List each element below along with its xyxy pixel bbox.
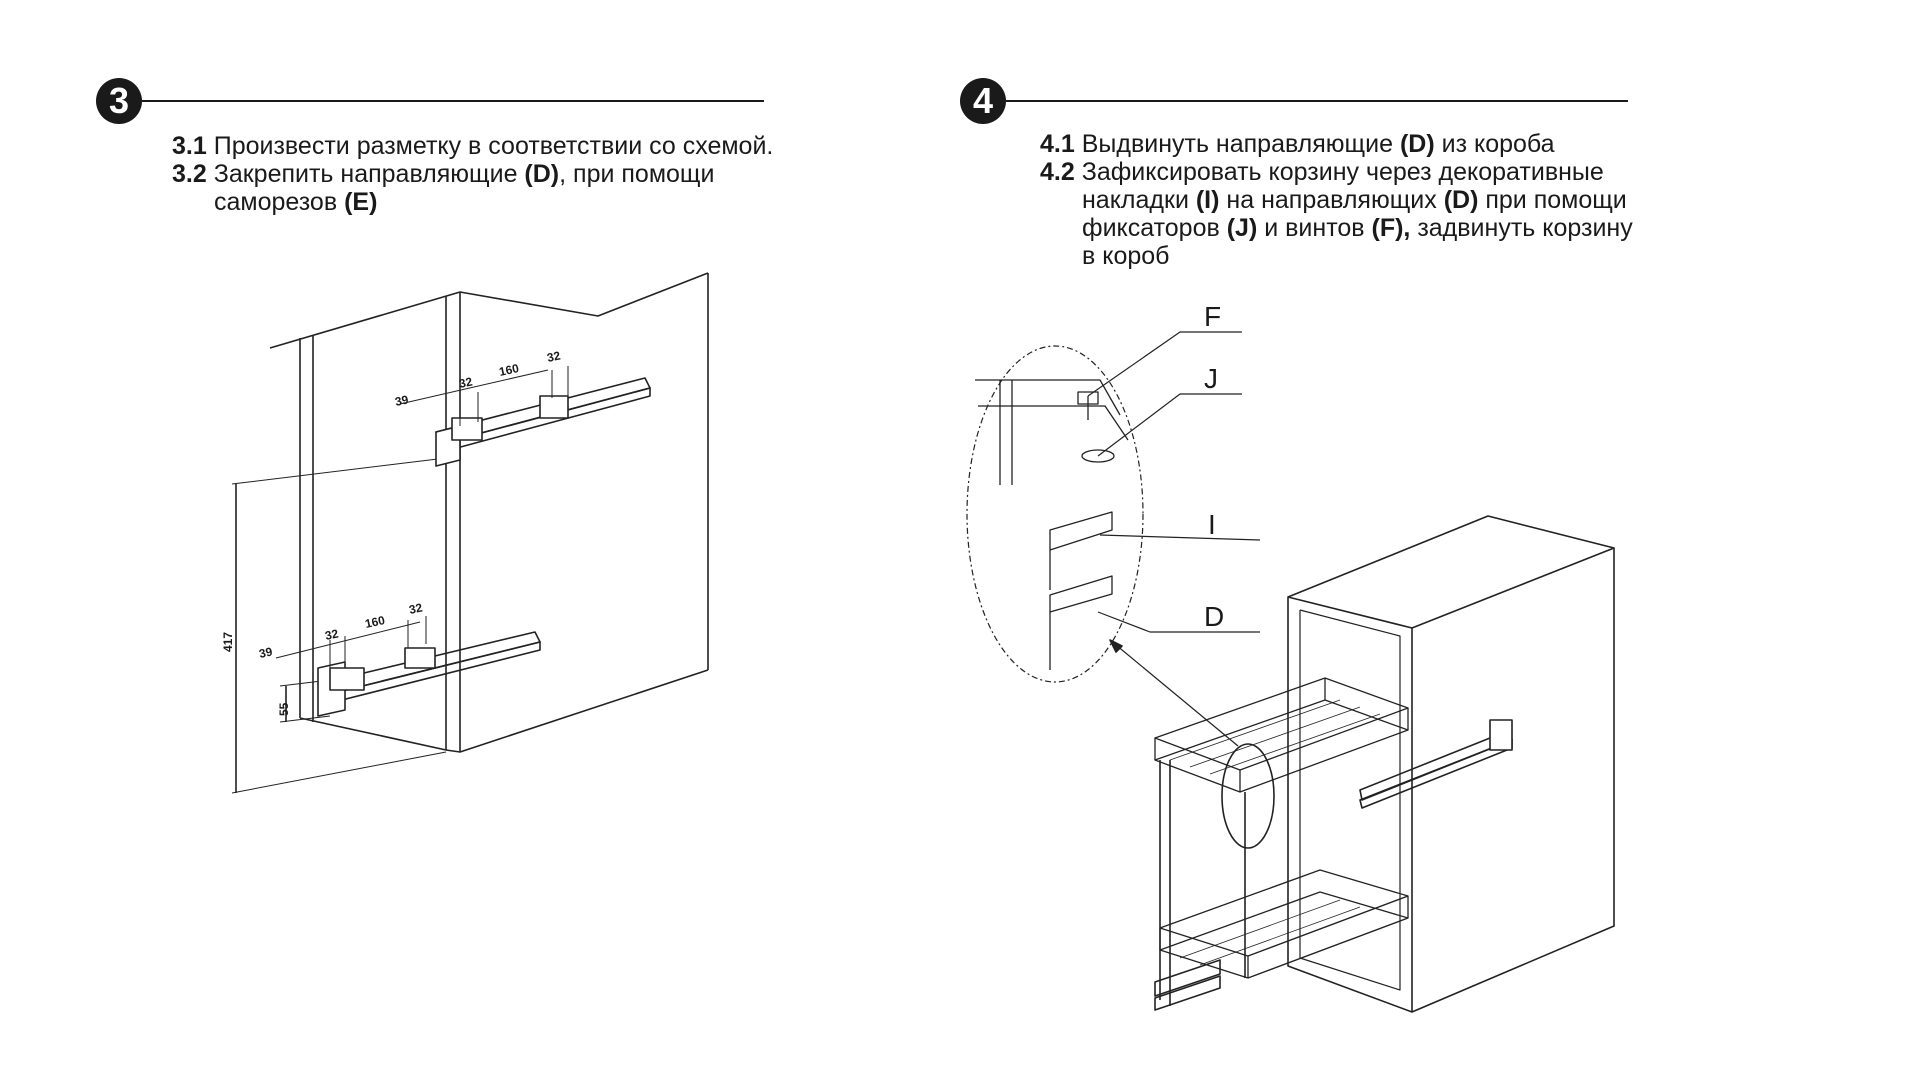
cabinet-top-edge [269, 272, 709, 349]
lower-basket [1159, 869, 1409, 979]
step-3-drawing [231, 272, 709, 794]
instruction-text: Произвести разметку в соответствии со сх… [213, 132, 774, 160]
instruction-number: 4.2 [1040, 158, 1075, 186]
dim-55: 55 [277, 702, 291, 716]
detail-magnifier [966, 345, 1239, 747]
dim-32-upper-b: 32 [546, 348, 562, 365]
instruction-text: , при помощи [559, 160, 715, 188]
extension-line [279, 715, 331, 723]
instruction-3-2-cont: саморезов (E) [172, 188, 773, 216]
front-rail [1154, 959, 1221, 997]
dim-39-upper: 39 [394, 392, 410, 409]
instruction-text: Зафиксировать корзину через декоративные [1081, 158, 1604, 186]
step-3-instructions: 3.1 Произвести разметку в соответствии с… [172, 132, 773, 216]
dim-32-lower-b: 32 [408, 600, 424, 617]
step-3-rule [142, 100, 764, 102]
cabinet-box [1287, 515, 1615, 1013]
instruction-text: саморезов [214, 188, 345, 216]
dim-39-lower: 39 [258, 644, 274, 661]
side-rail [1359, 739, 1513, 809]
instruction-text: на направляющих [1219, 186, 1444, 214]
instruction-text: Выдвинуть направляющие [1081, 130, 1400, 158]
cabinet-edge [1287, 596, 1413, 629]
part-ref-j: (J) [1226, 214, 1258, 242]
instruction-4-2-line3: фиксаторов (J) и винтов (F), задвинуть к… [1040, 214, 1633, 242]
upper-basket [1154, 677, 1409, 793]
instruction-3-2: 3.2 Закрепить направляющие (D), при помо… [172, 160, 773, 188]
instruction-text: при помощи [1478, 186, 1627, 214]
part-ref-d: (D) [524, 160, 560, 188]
instruction-4-1: 4.1 Выдвинуть направляющие (D) из короба [1040, 130, 1633, 158]
label-i: I [1208, 509, 1216, 540]
dim-160-lower: 160 [364, 613, 387, 631]
part-ref-e: (E) [344, 188, 378, 216]
dim-417: 417 [221, 632, 235, 652]
label-j: J [1204, 363, 1218, 394]
instruction-text: и винтов [1257, 214, 1372, 242]
label-d: D [1204, 601, 1224, 632]
instruction-text: фиксаторов [1082, 214, 1227, 242]
instruction-4-2-line4: в короб [1040, 242, 1633, 270]
dim-160-upper: 160 [498, 361, 521, 379]
leader-j [1097, 393, 1242, 457]
leader-d [1097, 611, 1260, 633]
cabinet-bottom-edge [299, 669, 709, 753]
step-4-rule [1006, 100, 1628, 102]
lower-rail [275, 616, 541, 717]
instruction-text: задвинуть корзину [1410, 214, 1633, 242]
instruction-4-2: 4.2 Зафиксировать корзину через декорати… [1040, 158, 1633, 186]
instruction-text: накладки [1082, 186, 1196, 214]
instruction-text: в короб [1082, 242, 1170, 270]
front-rail [1154, 975, 1221, 1011]
part-ref-d: (D) [1443, 186, 1479, 214]
instruction-4-2-line2: накладки (I) на направляющих (D) при пом… [1040, 186, 1633, 214]
instruction-number: 4.1 [1040, 130, 1075, 158]
part-ref-f: (F), [1371, 214, 1411, 242]
upper-rail [399, 366, 651, 467]
part-ref-i: (I) [1195, 186, 1220, 214]
instruction-3-1: 3.1 Произвести разметку в соответствии с… [172, 132, 773, 160]
instruction-number: 3.1 [172, 132, 207, 160]
step-3-badge: 3 [96, 78, 142, 124]
extension-line [231, 457, 447, 485]
leader-f [1087, 331, 1242, 397]
instruction-text: из короба [1434, 130, 1555, 158]
cabinet-opening [1299, 609, 1401, 991]
step-4-badge: 4 [960, 78, 1006, 124]
instruction-number: 3.2 [172, 160, 207, 188]
step-4-instructions: 4.1 Выдвинуть направляющие (D) из короба… [1040, 130, 1633, 270]
step-4-drawing [966, 331, 1615, 1013]
leader-i [1099, 534, 1261, 541]
detail-callout [1221, 743, 1275, 849]
part-ref-d: (D) [1399, 130, 1435, 158]
extension-line [231, 751, 447, 794]
instruction-text: Закрепить направляющие [213, 160, 525, 188]
rail-bracket [1489, 719, 1513, 751]
dim-32-upper-a: 32 [458, 374, 474, 391]
label-f: F [1204, 301, 1221, 332]
cabinet-edge [1411, 547, 1615, 629]
dim-32-lower-a: 32 [324, 626, 340, 643]
